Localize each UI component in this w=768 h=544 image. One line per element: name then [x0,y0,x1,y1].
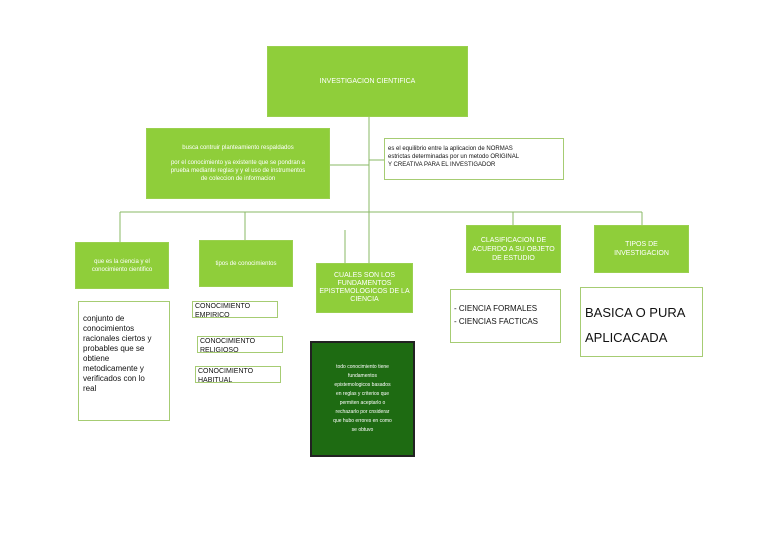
branch-tipos-investigacion-detail: BASICA O PURA APLICACADA [580,287,703,357]
branch-clasificacion-detail: - CIENCIA FORMALES - CIENCIAS FACTICAS [450,289,561,343]
branch-clasificacion-title: CLASIFICACION DE ACUERDO A SU OBJETO DE … [472,236,555,262]
right-description-text: es el equilibrio entre la aplicacion de … [388,146,520,168]
conocimiento-item: CONOCIMIENTO EMPIRICO [192,301,278,319]
left-description-node: busca contruir planteamiento respaldados… [146,128,330,199]
conocimiento-item-text: CONOCIMIENTO HABITUAL [198,368,254,384]
branch-tipos-investigacion-title: TIPOS DE INVESTIGACION [614,241,669,257]
clasificacion-item: - CIENCIAS FACTICAS [454,317,539,326]
branch-ciencia-detail: conjunto de conocimientos racionales cie… [78,301,170,421]
left-description-line2: por el conocimiento ya existente que se … [170,160,306,182]
branch-fundamentos-node: CUALES SON LOS FUNDAMENTOS EPISTEMOLOGIC… [316,263,413,313]
branch-clasificacion-node: CLASIFICACION DE ACUERDO A SU OBJETO DE … [466,225,561,273]
conocimiento-item: CONOCIMIENTO HABITUAL [195,366,281,384]
branch-tipos-conocimiento-node: tipos de conocimientos [199,240,293,287]
conocimiento-item-text: CONOCIMIENTO EMPIRICO [195,303,251,319]
root-node: INVESTIGACION CIENTIFICA [267,46,468,117]
branch-fundamentos-title: CUALES SON LOS FUNDAMENTOS EPISTEMOLOGIC… [319,272,410,303]
branch-fundamentos-detail-text: todo conocimiento tiene fundamentos epis… [333,364,392,433]
left-description-line1: busca contruir planteamiento respaldados [182,145,294,151]
conocimiento-item: CONOCIMIENTO RELIGIOSO [197,336,283,354]
branch-ciencia-detail-text: conjunto de conocimientos racionales cie… [83,314,152,393]
branch-ciencia-title: que es la ciencia y el conocimiento cien… [91,258,153,273]
branch-fundamentos-detail: todo conocimiento tiene fundamentos epis… [310,341,415,457]
clasificacion-item: - CIENCIA FORMALES [454,304,538,313]
branch-ciencia-node: que es la ciencia y el conocimiento cien… [75,242,169,289]
investigacion-item: BASICA O PURA [585,305,686,320]
branch-tipos-investigacion-node: TIPOS DE INVESTIGACION [594,225,689,273]
right-description-node: es el equilibrio entre la aplicacion de … [384,138,564,180]
investigacion-item: APLICACADA [585,330,668,345]
root-title: INVESTIGACION CIENTIFICA [319,78,416,85]
conocimiento-item-text: CONOCIMIENTO RELIGIOSO [200,338,256,354]
branch-tipos-conocimiento-title: tipos de conocimientos [215,260,277,267]
